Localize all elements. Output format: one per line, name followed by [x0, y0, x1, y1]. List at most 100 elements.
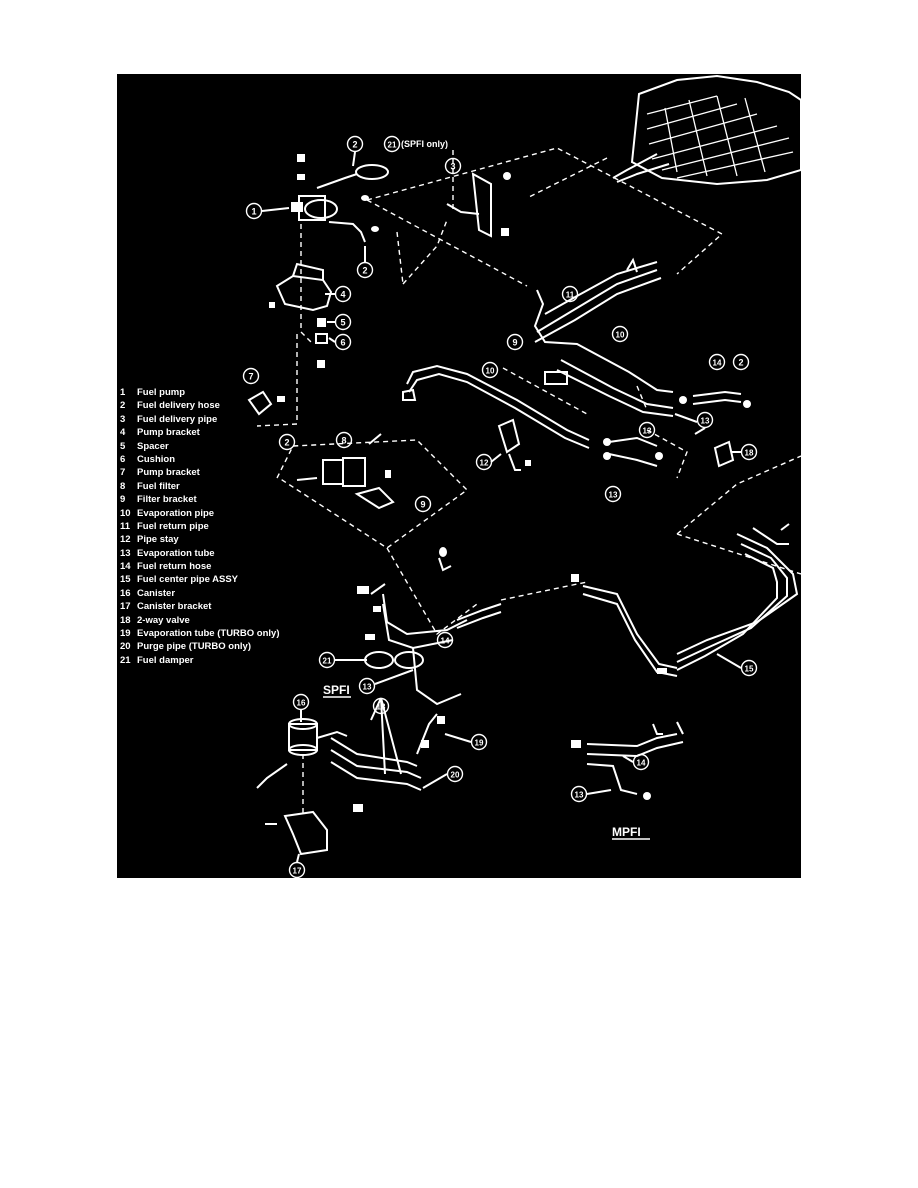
callout-19: 19 [470, 733, 488, 751]
spfi-label: SPFI [323, 683, 350, 697]
legend-text: Fuel delivery pipe [137, 413, 218, 425]
callout-4: 4 [334, 285, 352, 303]
callout-16: 16 [292, 693, 310, 711]
legend-text: Fuel delivery hose [137, 400, 220, 412]
svg-text:2: 2 [362, 266, 367, 276]
legend-text: Evaporation pipe [137, 507, 215, 519]
legend-text: Pump bracket [137, 427, 200, 439]
svg-text:21: 21 [388, 141, 397, 150]
spfi-only-note: (SPFI only) [401, 139, 448, 149]
fuel-line-diagram: 1 2 2 21 3 4 5 6 11 10 9 10 14 2 13 7 13… [242, 74, 801, 878]
fuel-center-pipe [456, 523, 799, 677]
svg-text:8: 8 [341, 436, 346, 446]
callout-1: 1 [245, 202, 263, 220]
svg-text:11: 11 [566, 291, 575, 300]
svg-text:13: 13 [609, 491, 618, 500]
svg-text:9: 9 [420, 500, 425, 510]
svg-text:13: 13 [363, 683, 372, 692]
legend-number: 14 [120, 561, 131, 573]
legend-number: 17 [120, 601, 131, 613]
legend-number: 4 [120, 427, 126, 439]
legend-number: 5 [120, 440, 126, 452]
svg-text:13: 13 [643, 427, 652, 436]
legend-text: Fuel center pipe ASSY [137, 574, 239, 586]
svg-text:20: 20 [451, 771, 460, 780]
legend-number: 21 [120, 654, 131, 666]
legend-number: 2 [120, 400, 126, 412]
callout-3: 3 [444, 157, 462, 175]
svg-text:1: 1 [251, 207, 256, 217]
legend-number: 12 [120, 534, 131, 546]
callout-14: 14 [632, 753, 650, 771]
callout-8: 8 [335, 431, 353, 449]
callout-2: 2 [356, 261, 374, 279]
callout-12: 12 [475, 453, 493, 471]
legend-number: 20 [120, 641, 131, 653]
svg-text:9: 9 [512, 338, 517, 348]
callout-6: 6 [334, 333, 352, 351]
pump-bracket-assembly [269, 262, 333, 368]
callout-14: 14 [708, 353, 726, 371]
legend-item: 10 Evaporation pipe [120, 507, 320, 520]
svg-text:13: 13 [701, 417, 710, 426]
callout-13: 13 [570, 785, 588, 803]
svg-text:15: 15 [745, 665, 754, 674]
callout-2: 2 [346, 135, 364, 153]
evaporation-pipe-loop [402, 364, 590, 449]
legend-number: 16 [120, 587, 131, 599]
svg-text:4: 4 [340, 290, 345, 300]
callout-13: 13 [638, 421, 656, 439]
mpfi-detail [571, 721, 684, 800]
svg-text:7: 7 [248, 372, 253, 382]
diagram-panel: 1 2 2 21 3 4 5 6 11 10 9 10 14 2 13 7 13… [117, 74, 801, 878]
callout-15: 15 [740, 659, 758, 677]
svg-text:14: 14 [637, 759, 646, 768]
callout-5: 5 [334, 313, 352, 331]
legend-number: 10 [120, 507, 131, 519]
legend-number: 19 [120, 628, 131, 640]
callout-11: 11 [561, 285, 579, 303]
svg-text:2: 2 [284, 438, 289, 448]
callout-20: 20 [446, 765, 464, 783]
legend-item: 17 Canister bracket [120, 600, 320, 613]
svg-text:18: 18 [745, 449, 754, 458]
legend-number: 3 [120, 413, 126, 425]
svg-text:21: 21 [323, 657, 332, 666]
fuel-pump-assembly [291, 154, 389, 243]
legend-number: 15 [120, 574, 131, 586]
legend-number: 18 [120, 614, 131, 626]
callout-2: 2 [278, 433, 296, 451]
callout-14: 14 [436, 631, 454, 649]
svg-text:17: 17 [293, 867, 302, 876]
canister-assembly [256, 718, 348, 856]
legend-number: 1 [120, 387, 126, 398]
legend-text: Canister bracket [137, 601, 212, 613]
callout-2: 2 [732, 353, 750, 371]
fuel-filter-assembly [296, 433, 395, 510]
svg-text:19: 19 [475, 739, 484, 748]
main-pipe-bundle [533, 257, 674, 417]
legend-number: 8 [120, 480, 126, 492]
legend-item: 3 Fuel delivery pipe [120, 413, 320, 426]
svg-text:10: 10 [616, 331, 625, 340]
fuel-delivery-pipe [446, 172, 511, 238]
legend-number: 9 [120, 494, 126, 506]
legend-number: 13 [120, 547, 131, 559]
callout-9: 9 [414, 495, 432, 513]
svg-text:2: 2 [738, 358, 743, 368]
legend-text: Cushion [137, 453, 175, 465]
callout-18: 18 [740, 443, 758, 461]
svg-text:5: 5 [340, 318, 345, 328]
lower-tubes [330, 713, 445, 812]
